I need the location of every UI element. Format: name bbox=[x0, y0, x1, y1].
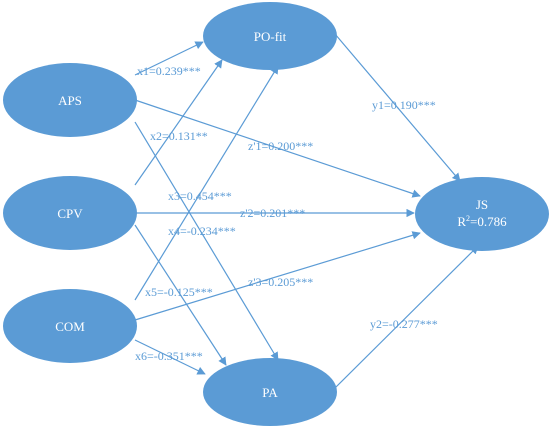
edge-label-z2: z'2=0.201*** bbox=[240, 206, 305, 220]
edge-label-z1: z'1=0.200*** bbox=[248, 139, 313, 153]
edge-aps-pofit bbox=[134, 41, 204, 76]
edge-label-x4: x4=-0.234*** bbox=[168, 224, 236, 238]
edge-label-y2: y2=-0.277*** bbox=[370, 317, 438, 331]
node-pa: PA bbox=[203, 358, 337, 426]
edge-label-x2: x2=0.131** bbox=[150, 129, 208, 143]
edge-label-x6: x6=-0.351*** bbox=[135, 349, 203, 363]
nodes: APS CPV COM PO-fit PA JS R2=0.786 bbox=[3, 2, 549, 426]
edge-cpv-pa bbox=[134, 224, 227, 366]
node-cpv: CPV bbox=[3, 176, 137, 250]
node-cpv-shape bbox=[3, 176, 137, 250]
edge-label-y1: y1=0.190*** bbox=[372, 98, 436, 112]
node-js-shape bbox=[415, 177, 549, 251]
node-aps-shape bbox=[3, 63, 137, 137]
edge-label-z3: z'3=0.205*** bbox=[248, 275, 313, 289]
edge-pa-js bbox=[334, 245, 479, 389]
node-com-shape bbox=[3, 289, 137, 363]
edge-label-x1: x1=0.239*** bbox=[137, 64, 201, 78]
node-aps-label: APS bbox=[58, 93, 82, 108]
node-aps: APS bbox=[3, 63, 137, 137]
node-pofit: PO-fit bbox=[203, 2, 337, 70]
edges bbox=[134, 33, 479, 389]
node-js-r2-prefix: R bbox=[457, 214, 466, 229]
node-pa-shape bbox=[203, 358, 337, 426]
node-pofit-shape bbox=[203, 2, 337, 70]
edge-labels: x1=0.239*** x2=0.131** z'1=0.200*** y1=0… bbox=[135, 64, 438, 363]
node-js-label: JS bbox=[476, 197, 488, 212]
edge-aps-pa bbox=[134, 121, 279, 361]
node-com: COM bbox=[3, 289, 137, 363]
node-cpv-label: CPV bbox=[57, 206, 83, 221]
edge-label-x3: x3=0.454*** bbox=[168, 189, 232, 203]
edge-pofit-js bbox=[334, 33, 461, 182]
edge-label-x5: x5=-0.125*** bbox=[145, 285, 213, 299]
node-js-r2-sup: 2 bbox=[466, 214, 470, 223]
node-pofit-label: PO-fit bbox=[254, 29, 287, 44]
node-js-r2: R2=0.786 bbox=[457, 214, 507, 229]
node-com-label: COM bbox=[55, 319, 85, 334]
node-js: JS R2=0.786 bbox=[415, 177, 549, 251]
node-js-r2-value: =0.786 bbox=[470, 214, 507, 229]
edge-aps-js bbox=[134, 99, 421, 198]
node-pa-label: PA bbox=[262, 385, 278, 400]
edge-cpv-pofit bbox=[134, 59, 223, 186]
edge-com-pofit bbox=[134, 65, 279, 301]
edge-com-pa bbox=[134, 339, 206, 375]
edge-com-js bbox=[134, 231, 421, 321]
